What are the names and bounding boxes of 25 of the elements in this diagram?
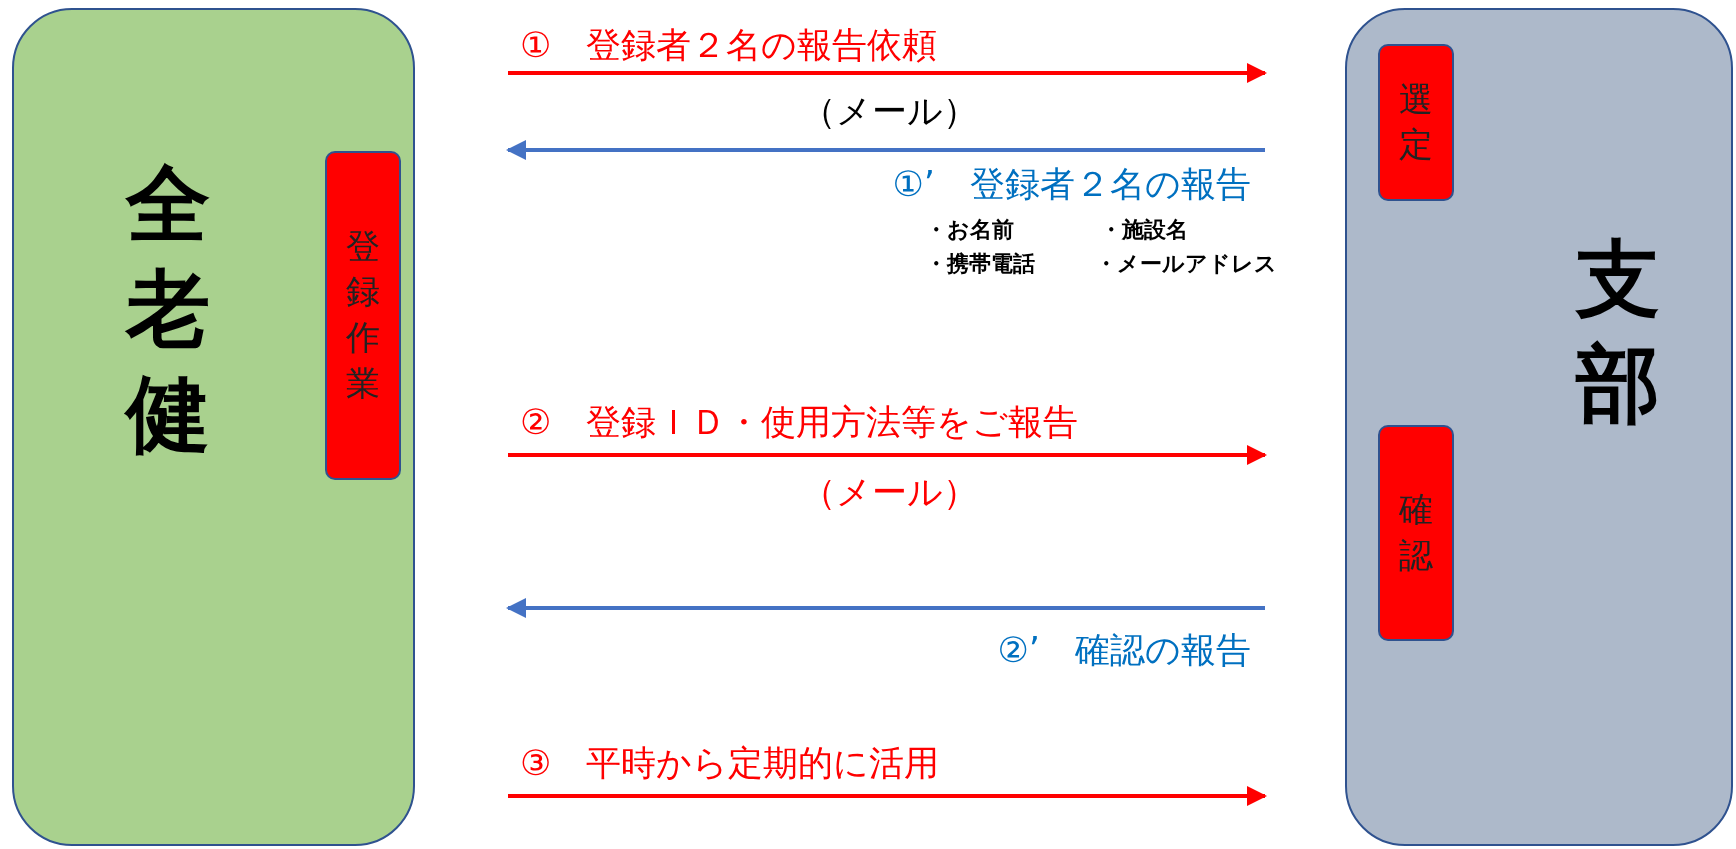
box-text: 確認 [1398, 488, 1434, 577]
bullet-item: ・メールアドレス [1095, 253, 1277, 275]
box-text: 登録作業 [345, 224, 381, 406]
bullet-item: ・お名前 [925, 219, 1014, 241]
arrow [508, 445, 1267, 465]
arrow [506, 598, 1265, 618]
bullet-item: ・携帯電話 [925, 253, 1035, 275]
organization-panel [12, 8, 415, 846]
edge-label: ① 登録者２名の報告依頼 [520, 28, 938, 63]
edge-label: ②’ 確認の報告 [997, 633, 1251, 668]
arrow [508, 786, 1267, 806]
note-text: （メール） [800, 93, 978, 129]
task-box [1378, 425, 1454, 641]
task-box [325, 151, 401, 480]
heading: 全老健 [124, 154, 211, 465]
edge-label: ①’ 登録者２名の報告 [892, 167, 1251, 202]
box-text: 選定 [1398, 77, 1434, 167]
note-text: （メール） [800, 474, 978, 510]
task-box [1378, 44, 1454, 201]
arrow [508, 63, 1267, 83]
branch-panel [1345, 8, 1733, 846]
arrow [506, 140, 1265, 160]
heading: 支部 [1574, 229, 1661, 435]
bullet-item: ・施設名 [1100, 219, 1188, 241]
edge-label: ② 登録ＩＤ・使用方法等をご報告 [520, 405, 1079, 440]
